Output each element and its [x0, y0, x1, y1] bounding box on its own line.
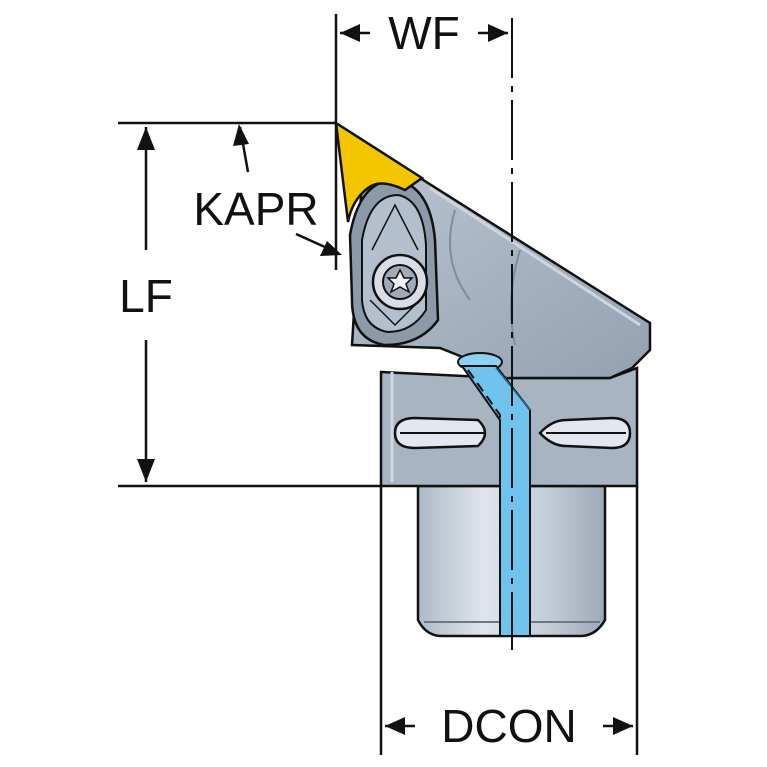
clamp-slot-right — [538, 416, 632, 450]
dcon-label: DCON — [441, 700, 576, 752]
arrowhead-icon — [320, 241, 342, 256]
cutting-insert — [334, 120, 425, 223]
arrowhead-icon — [385, 717, 405, 735]
wf-dimension: WF — [340, 7, 508, 59]
kapr-label: KAPR — [193, 183, 318, 235]
arrowhead-icon — [137, 127, 155, 150]
torx-screw-icon — [371, 253, 429, 311]
arrowhead-icon — [233, 124, 249, 146]
dcon-dimension: DCON — [385, 700, 633, 752]
lf-dimension: LF — [119, 127, 173, 482]
arrowhead-icon — [488, 24, 508, 42]
kapr-dimension: KAPR — [193, 124, 342, 256]
extension-lines — [118, 14, 639, 755]
lf-label: LF — [119, 270, 173, 322]
arrowhead-icon — [137, 459, 155, 482]
clamp-slot-left — [393, 416, 487, 450]
arrowhead-icon — [613, 717, 633, 735]
arrowhead-icon — [340, 24, 360, 42]
wf-label: WF — [388, 7, 460, 59]
